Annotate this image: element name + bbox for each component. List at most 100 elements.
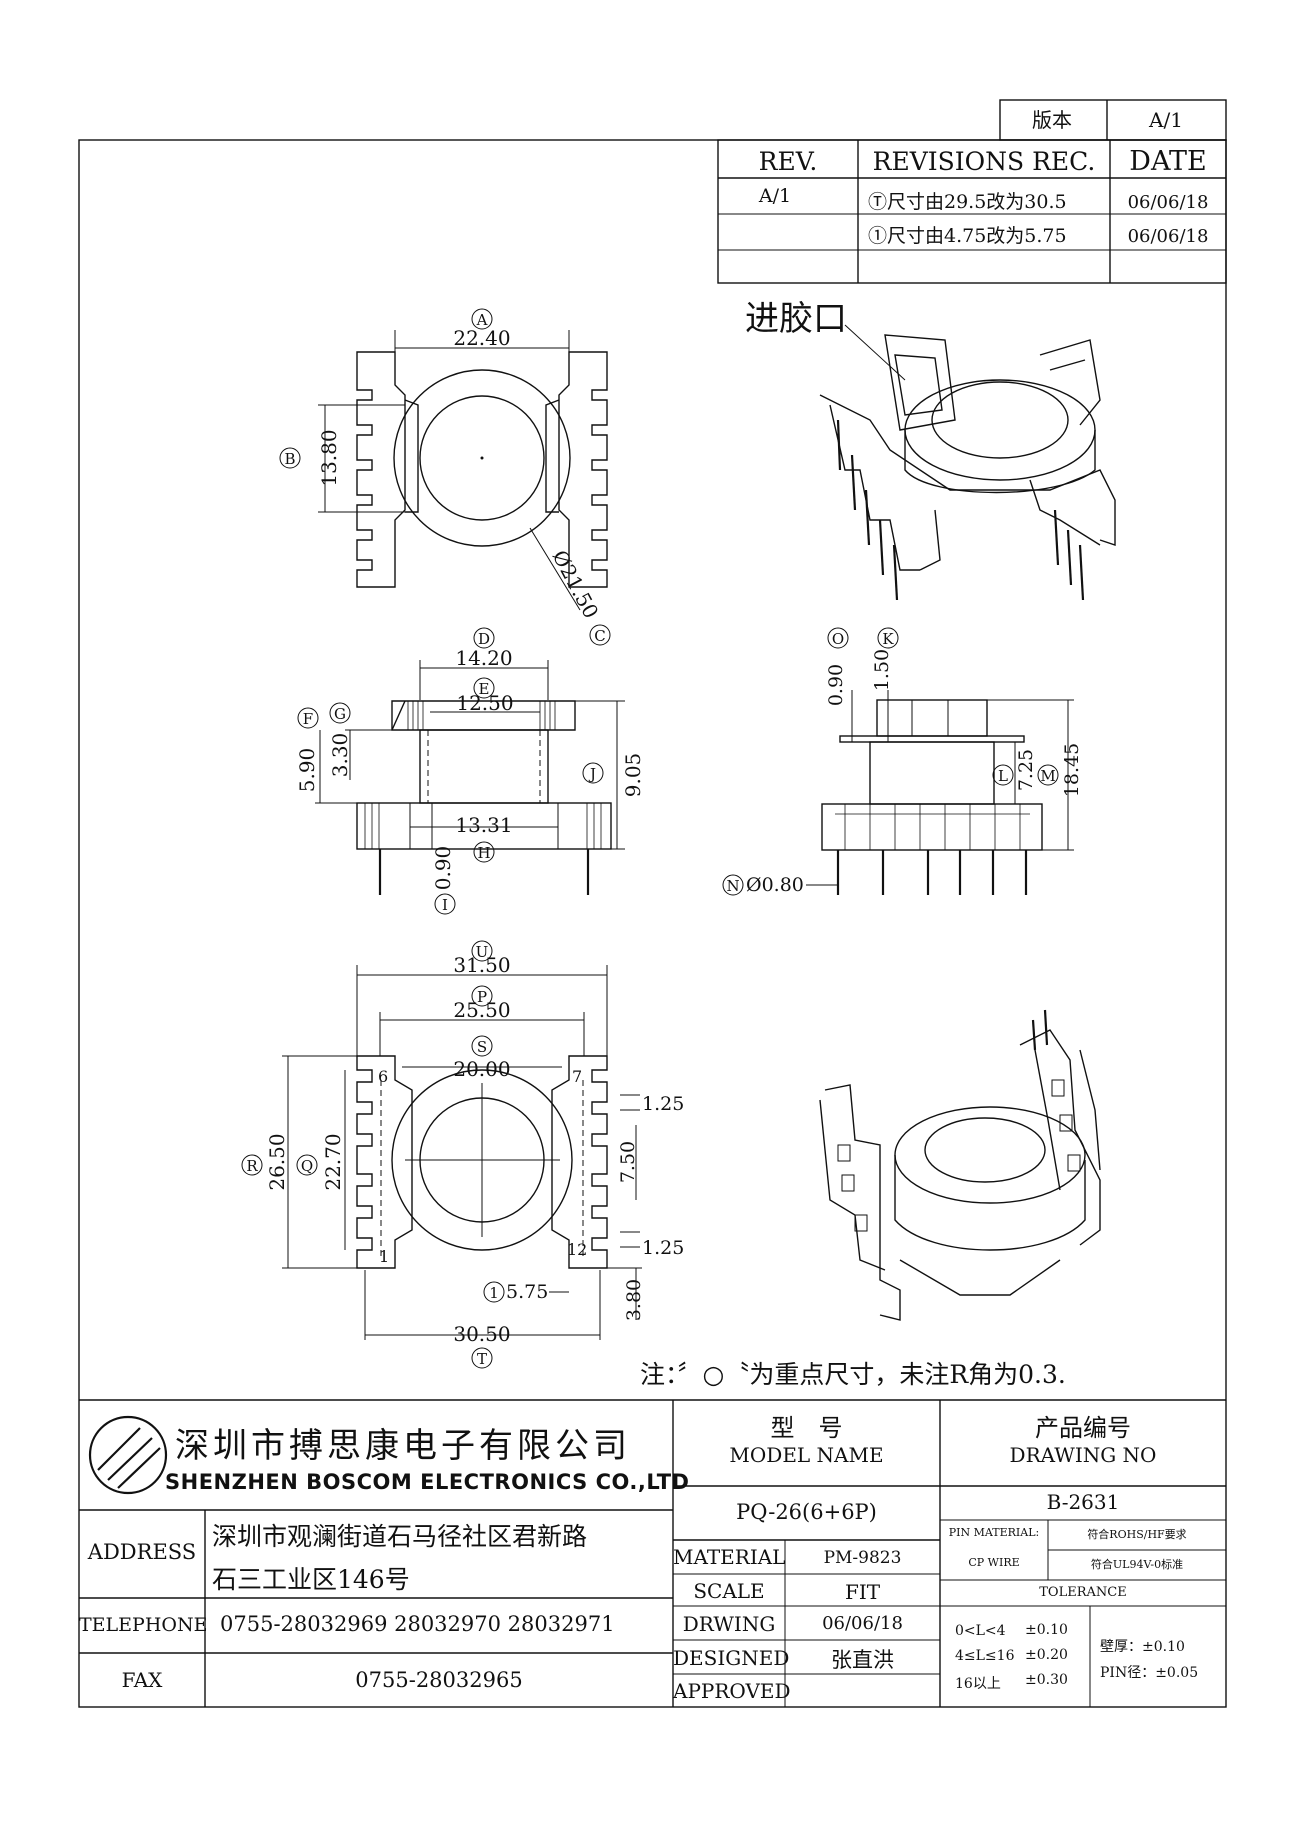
dim-i: 0.90 [431, 846, 455, 891]
scale-label: SCALE [693, 1579, 765, 1603]
dim-a: 22.40 [453, 326, 510, 350]
company-logo-icon [88, 1415, 168, 1495]
dim-w2: 1.25 [642, 1237, 684, 1259]
dim-o: 0.90 [825, 664, 847, 706]
svg-text:C: C [594, 627, 605, 645]
version-value: A/1 [1148, 108, 1183, 132]
rev-row-1-date: 06/06/18 [1128, 192, 1209, 213]
drwing-value: 06/06/18 [822, 1613, 903, 1634]
pin-label-1: 1 [379, 1247, 389, 1266]
tol-range-2: 4≤L≤16 [955, 1648, 1015, 1664]
svg-text:O: O [832, 630, 844, 648]
note-text: 注：〞○〝为重点尺寸，未注R角为0.3. [640, 1360, 1066, 1389]
svg-text:P: P [477, 988, 487, 1006]
svg-text:D: D [478, 630, 490, 648]
side-view: O 0.90 K 1.50 7.25 L 18.45 M N Ø0.80 [722, 627, 1083, 896]
dim-m: 18.45 [1061, 743, 1083, 797]
gate-label: 进胶口 [745, 299, 847, 339]
dim-j: 9.05 [621, 753, 645, 798]
dim-h: 13.31 [455, 813, 512, 837]
fax-label: FAX [121, 1668, 163, 1692]
svg-text:H: H [477, 844, 490, 862]
svg-text:J: J [588, 765, 596, 783]
drawing-label-cn: 产品编号 [1035, 1414, 1131, 1442]
pin-label-7: 7 [572, 1067, 582, 1086]
svg-text:1: 1 [489, 1284, 499, 1302]
svg-text:T: T [477, 1350, 487, 1368]
dim-x: 3.80 [623, 1279, 645, 1321]
isometric-view-bottom [819, 1009, 1101, 1321]
address-line1: 深圳市观澜街道石马径社区君新路 [212, 1522, 588, 1551]
dim-w1: 1.25 [642, 1093, 684, 1115]
tolerance-title: TOLERANCE [1039, 1585, 1127, 1600]
wall-tolerance: 壁厚：±0.10 [1100, 1639, 1185, 1655]
rev-row-2-rec: ①尺寸由4.75改为5.75 [868, 225, 1067, 247]
tol-value-3: ±0.30 [1025, 1672, 1068, 1688]
dim-b: 13.80 [317, 429, 341, 486]
bottom-view: 6 7 1 12 31.50 U 25.50 P 20.00 S 26.50 R… [241, 940, 684, 1369]
svg-text:K: K [882, 630, 894, 648]
dim-n: Ø0.80 [746, 874, 804, 896]
rev-row-1-rec: Ⓣ尺寸由29.5改为30.5 [868, 191, 1067, 213]
top-view: A 22.40 13.80 B Ø21.50 C [279, 308, 611, 646]
model-label-en: MODEL NAME [729, 1443, 884, 1467]
svg-text:N: N [726, 877, 739, 895]
svg-text:L: L [998, 767, 1008, 785]
svg-text:R: R [246, 1157, 258, 1175]
tol-range-3: 16以上 [955, 1676, 1001, 1692]
pin-label-6: 6 [378, 1067, 388, 1086]
tol-range-1: 0<L<4 [955, 1623, 1006, 1639]
pin-material-value1: 符合ROHS/HF要求 [1087, 1528, 1187, 1541]
dim-p: 25.50 [453, 998, 510, 1022]
pin-material-value2: 符合UL94V-0标准 [1090, 1558, 1184, 1571]
dim-r: 26.50 [265, 1133, 289, 1190]
svg-text:G: G [334, 705, 346, 723]
dim-u: 31.50 [453, 953, 510, 977]
model-label-cn: 型 号 [770, 1414, 843, 1442]
tol-value-2: ±0.20 [1025, 1647, 1068, 1663]
svg-text:M: M [1040, 767, 1055, 785]
svg-text:I: I [442, 896, 448, 914]
svg-text:S: S [477, 1038, 487, 1056]
svg-text:F: F [303, 710, 313, 728]
svg-text:A: A [476, 311, 488, 329]
dim-g: 3.30 [328, 733, 352, 778]
svg-text:B: B [284, 450, 295, 468]
dim-one: 5.75 [506, 1281, 548, 1303]
designed-value: 张直洪 [831, 1648, 894, 1672]
rev-header: REV. [759, 147, 818, 176]
rev-row-2-date: 06/06/18 [1128, 226, 1209, 247]
drawing-label-en: DRAWING NO [1009, 1443, 1157, 1467]
scale-value: FIT [844, 1580, 881, 1604]
material-value: PM-9823 [823, 1548, 902, 1568]
title-block [79, 1399, 1226, 1707]
border-frame [78, 139, 1227, 1708]
telephone-value: 0755-28032969 28032970 28032971 [220, 1612, 615, 1636]
fax-value: 0755-28032965 [355, 1668, 523, 1692]
dim-d: 14.20 [455, 646, 512, 670]
company-name-en: SHENZHEN BOSCOM ELECTRONICS CO.,LTD [165, 1470, 690, 1494]
drawing-value: B-2631 [1046, 1490, 1120, 1514]
pin-material-label: PIN MATERIAL: [948, 1526, 1040, 1539]
address-line2: 石三工业区146号 [212, 1565, 410, 1594]
svg-text:U: U [476, 943, 489, 961]
dim-l: 7.25 [1015, 749, 1037, 791]
dim-q: 22.70 [321, 1133, 345, 1190]
cp-wire-label: CP WIRE [968, 1556, 1020, 1569]
model-value: PQ-26(6+6P) [736, 1500, 877, 1524]
isometric-view-top: 进胶口 [745, 299, 1116, 601]
dim-c: Ø21.50 [548, 546, 604, 622]
dim-s: 20.00 [453, 1057, 510, 1081]
pin-label-12: 12 [567, 1240, 587, 1259]
approved-label: APPROVED [673, 1679, 791, 1703]
version-label: 版本 [1032, 108, 1072, 132]
svg-text:Q: Q [301, 1157, 313, 1175]
dim-k: 1.50 [871, 649, 893, 691]
telephone-label: TELEPHONE [79, 1614, 208, 1636]
material-label: MATERIAL [673, 1545, 786, 1569]
company-name-cn: 深圳市搏思康电子有限公司 [175, 1426, 631, 1466]
rev-row-1-rev: A/1 [758, 185, 791, 207]
dim-v: 7.50 [617, 1141, 639, 1183]
designed-label: DESIGNED [673, 1646, 790, 1670]
